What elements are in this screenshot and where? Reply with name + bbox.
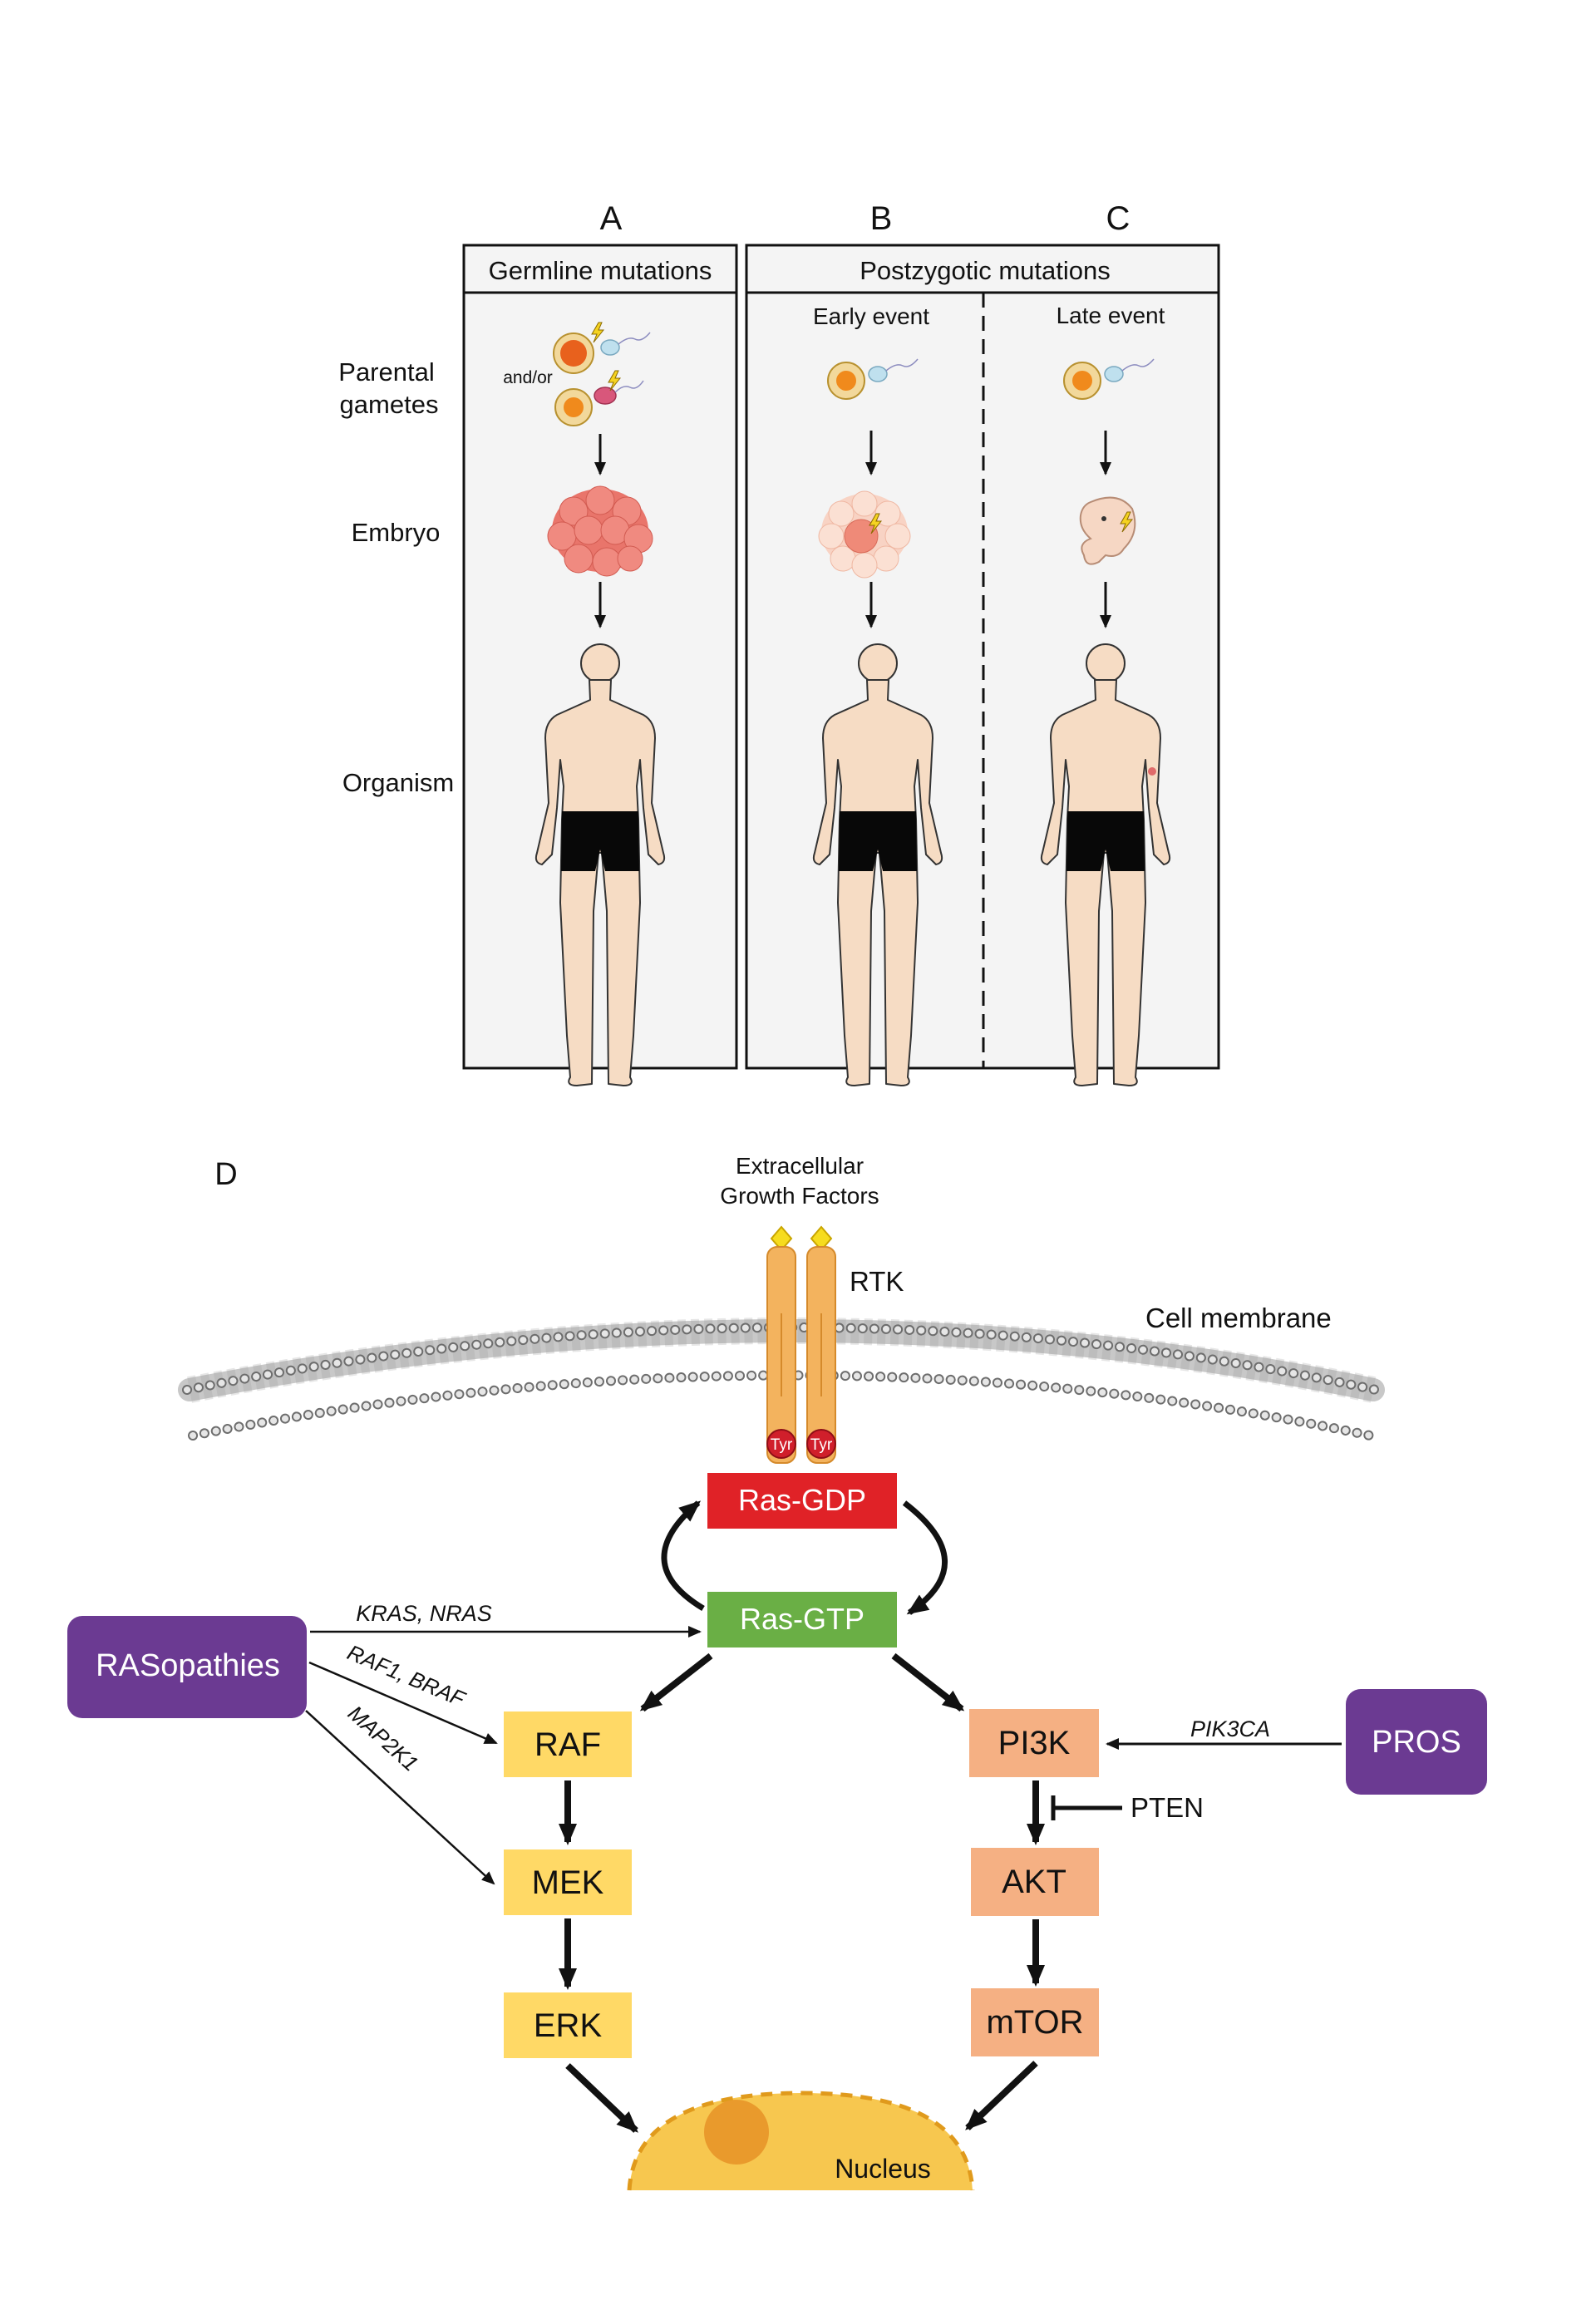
label-early-event: Early event	[813, 303, 929, 329]
tyr-left: Tyr	[766, 1429, 796, 1459]
node-mek: MEK	[504, 1849, 632, 1915]
row-label-gametes-2: gametes	[340, 390, 439, 419]
row-label-organism: Organism	[342, 768, 454, 797]
nucleus-label: Nucleus	[835, 2154, 931, 2184]
cycle-arrow-left	[661, 1500, 705, 1611]
svg-text:RAF: RAF	[534, 1726, 601, 1763]
node-akt: AKT	[971, 1848, 1099, 1916]
node-pi3k: PI3K	[969, 1709, 1099, 1777]
and-or-label: and/or	[503, 368, 553, 387]
svg-text:ERK: ERK	[534, 2007, 603, 2044]
label-kras-nras: KRAS, NRAS	[356, 1601, 492, 1626]
arrow-rasopathies-raf	[308, 1661, 498, 1745]
nucleus	[627, 2091, 975, 2191]
svg-text:PROS: PROS	[1372, 1725, 1461, 1760]
arrow-ras-raf	[639, 1652, 713, 1712]
germline-embryo	[547, 485, 653, 577]
svg-text:mTOR: mTOR	[986, 2004, 1083, 2041]
svg-text:Ras-GTP: Ras-GTP	[740, 1602, 864, 1636]
svg-text:Tyr: Tyr	[810, 1436, 833, 1454]
arrow-ras-pi3k	[891, 1652, 965, 1712]
late-embryo-fetus	[1079, 496, 1136, 565]
extracellular-label-2: Growth Factors	[720, 1183, 879, 1209]
rasopathies-box: RASopathies	[67, 1616, 307, 1718]
row-label-gametes-1: Parental	[338, 357, 434, 387]
node-ras-gdp: Ras-GDP	[707, 1473, 897, 1529]
panel-letter-b: B	[870, 200, 893, 237]
node-raf: RAF	[504, 1712, 632, 1777]
label-pik3ca: PIK3CA	[1190, 1716, 1270, 1741]
svg-text:PI3K: PI3K	[998, 1725, 1071, 1761]
arrow-mtor-nucleus	[965, 2061, 1038, 2130]
row-label-embryo: Embryo	[352, 518, 441, 547]
svg-text:MEK: MEK	[532, 1864, 604, 1901]
label-late-event: Late event	[1057, 303, 1165, 328]
node-ras-gtp: Ras-GTP	[707, 1592, 897, 1647]
panel-letter-d: D	[214, 1157, 237, 1192]
panel-letter-c: C	[1106, 200, 1130, 237]
pros-box: PROS	[1346, 1689, 1487, 1795]
rtk-receptor	[766, 1225, 836, 1464]
rtk-label: RTK	[850, 1266, 904, 1297]
label-raf1-braf: RAF1, BRAF	[344, 1640, 470, 1712]
germline-gametes	[553, 322, 651, 426]
cycle-arrow-right	[902, 1500, 948, 1615]
node-erk: ERK	[504, 1992, 632, 2058]
svg-text:Tyr: Tyr	[771, 1436, 793, 1454]
pten-inhibition	[1051, 1795, 1122, 1820]
arrow-rasopathies-mek	[305, 1710, 495, 1885]
arrow-erk-nucleus	[565, 2063, 638, 2133]
tyr-right: Tyr	[806, 1429, 836, 1459]
node-mtor: mTOR	[971, 1988, 1099, 2056]
panel-letter-a: A	[600, 200, 623, 237]
header-postzygotic: Postzygotic mutations	[860, 256, 1111, 285]
svg-text:AKT: AKT	[1002, 1864, 1066, 1900]
svg-text:Ras-GDP: Ras-GDP	[738, 1483, 866, 1517]
cell-membrane-label: Cell membrane	[1145, 1303, 1332, 1333]
label-map2k1: MAP2K1	[343, 1701, 423, 1776]
pten-label: PTEN	[1130, 1792, 1204, 1823]
early-embryo	[818, 490, 911, 579]
header-germline: Germline mutations	[489, 256, 712, 285]
extracellular-label-1: Extracellular	[736, 1153, 864, 1179]
svg-text:RASopathies: RASopathies	[96, 1648, 280, 1683]
late-organism-body	[1040, 643, 1171, 1086]
